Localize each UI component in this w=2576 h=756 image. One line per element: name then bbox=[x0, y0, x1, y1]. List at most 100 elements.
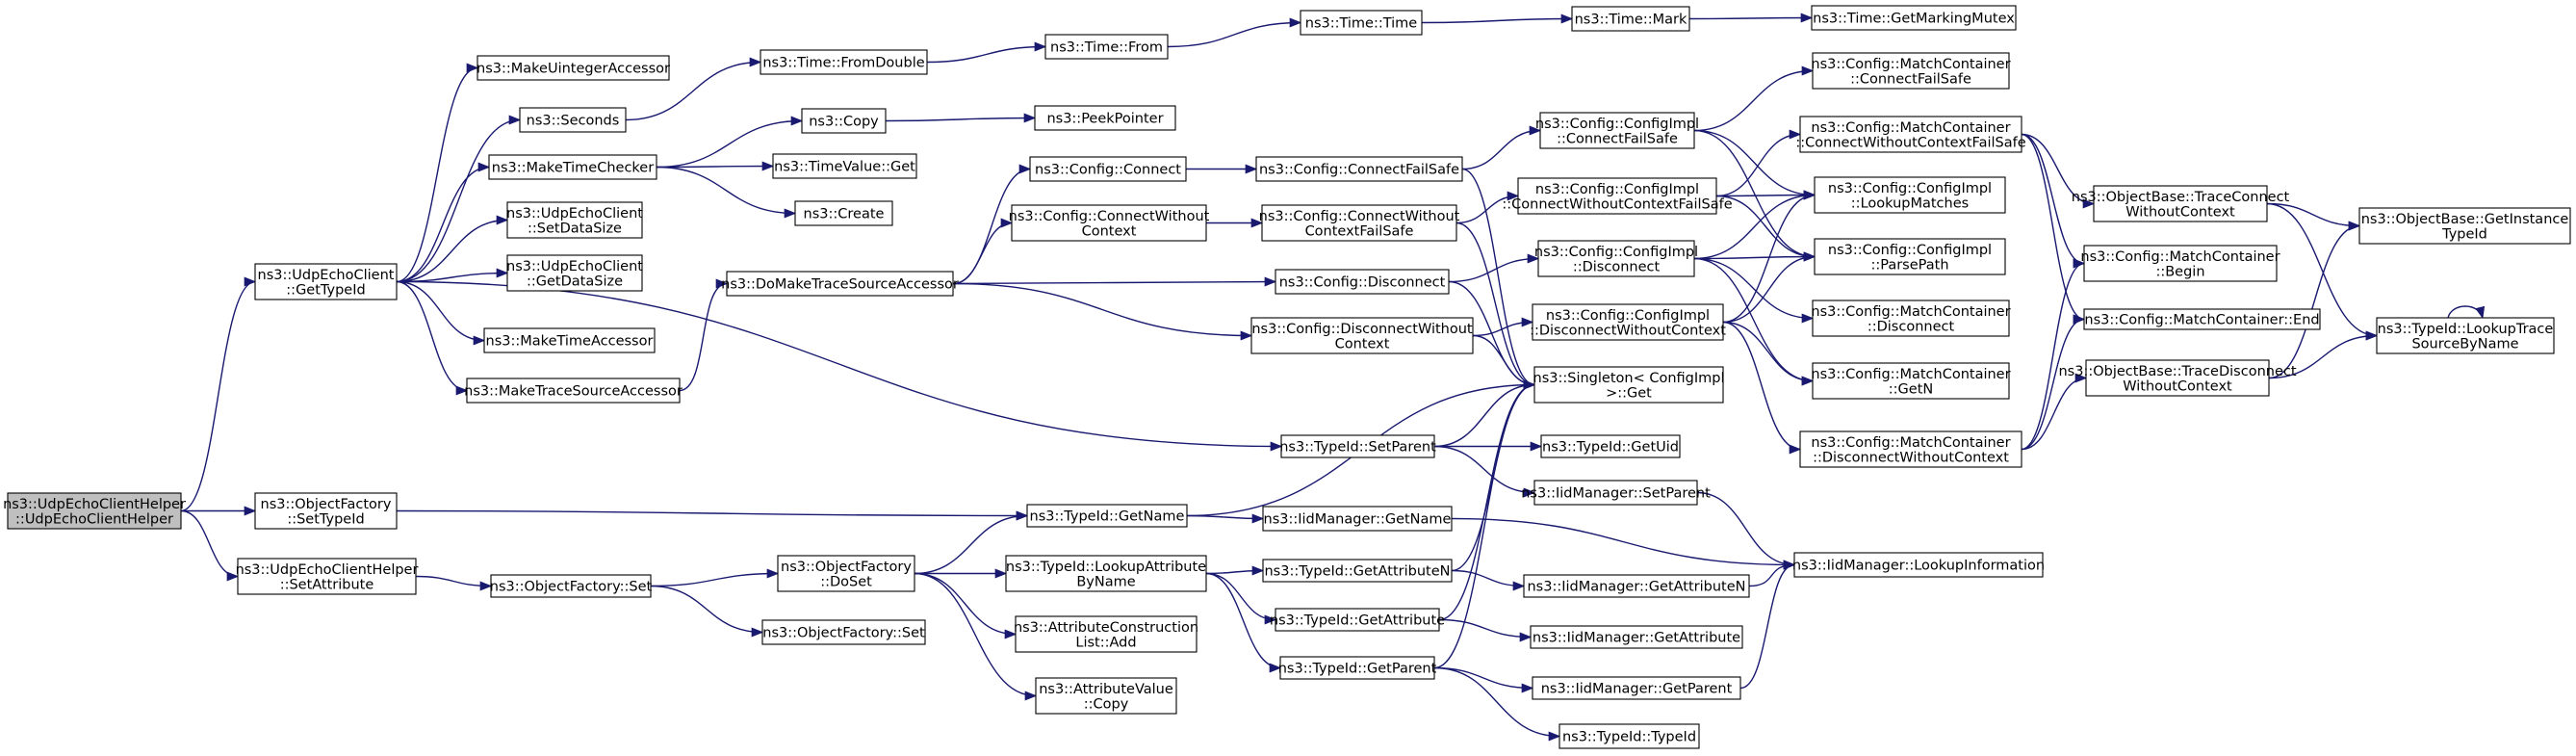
node-mcdisconnect[interactable]: ns3::Config::MatchContainer::Disconnect bbox=[1811, 300, 2011, 337]
node-root[interactable]: ns3::UdpEchoClientHelper::UdpEchoClientH… bbox=[3, 492, 186, 530]
node-impldisconnect[interactable]: ns3::Config::ConfigImpl::Disconnect bbox=[1534, 240, 1698, 277]
node-ofset[interactable]: ns3::ObjectFactory::Set bbox=[490, 574, 653, 598]
node-uecsetdatasize[interactable]: ns3::UdpEchoClient::SetDataSize bbox=[506, 201, 643, 239]
node-box bbox=[7, 492, 182, 530]
node-box bbox=[1275, 269, 1450, 295]
edge-impldisconnect-to-mcdisconnect bbox=[1693, 257, 1815, 324]
node-maketimeaccessor[interactable]: ns3::MakeTimeAccessor bbox=[483, 327, 656, 353]
node-maketimechecker[interactable]: ns3::MakeTimeChecker bbox=[488, 154, 657, 180]
node-iidlookupinfo[interactable]: ns3::IidManager::LookupInformation bbox=[1792, 552, 2045, 578]
node-label: ns3::Config::Disconnect bbox=[1279, 275, 1446, 291]
node-ofdoset[interactable]: ns3::ObjectFactory::DoSet bbox=[777, 555, 915, 592]
node-cfgconnect[interactable]: ns3::Config::Connect bbox=[1029, 156, 1187, 182]
node-singletonget[interactable]: ns3::Singleton< ConfigImpl >::Get bbox=[1533, 366, 1725, 404]
node-cfgconnectfs[interactable]: ns3::Config::ConnectFailSafe bbox=[1255, 156, 1463, 182]
node-implookup[interactable]: ns3::Config::ConfigImpl::LookupMatches bbox=[1814, 176, 2006, 214]
node-box bbox=[761, 619, 926, 645]
edge-domaketrace-to-cfgdisconnect bbox=[952, 276, 1277, 287]
node-implconnectwocfs[interactable]: ns3::Config::ConfigImpl::ConnectWithoutC… bbox=[1502, 177, 1733, 215]
node-tidsetparent[interactable]: ns3::TypeId::SetParent bbox=[1279, 434, 1436, 458]
node-implparsepath[interactable]: ns3::Config::ConfigImpl::ParsePath bbox=[1814, 238, 2006, 275]
node-mcgetn[interactable]: ns3::Config::MatchContainer::GetN bbox=[1811, 362, 2011, 400]
edge-copy-to-peekpointer bbox=[885, 113, 1037, 123]
node-implconnectfs[interactable]: ns3::Config::ConfigImpl::ConnectFailSafe bbox=[1535, 112, 1699, 149]
node-label: ::SetAttribute bbox=[280, 577, 374, 592]
node-uecgettypeid[interactable]: ns3::UdpEchoClient::GetTypeId bbox=[254, 263, 398, 300]
node-copy[interactable]: ns3::Copy bbox=[801, 108, 887, 134]
node-timefrom[interactable]: ns3::Time::From bbox=[1044, 34, 1169, 60]
node-obtracedisconnwoc[interactable]: ns3::ObjectBase::TraceDisconnectWithoutC… bbox=[2058, 359, 2297, 397]
node-label: ns3::Copy bbox=[809, 115, 879, 130]
node-ofsettypeid[interactable]: ns3::ObjectFactory::SetTypeId bbox=[254, 492, 398, 530]
node-tidgetname[interactable]: ns3::TypeId::GetName bbox=[1026, 504, 1188, 528]
node-label: ns3::Config::MatchContainer bbox=[2080, 249, 2280, 265]
node-box bbox=[1255, 156, 1463, 182]
node-box bbox=[1279, 656, 1435, 680]
node-iidgetattr[interactable]: ns3::IidManager::GetAttribute bbox=[1530, 625, 1743, 649]
node-uecgetdatasize[interactable]: ns3::UdpEchoClient::GetDataSize bbox=[506, 254, 643, 292]
node-box bbox=[1793, 552, 2044, 578]
node-mcbegin[interactable]: ns3::Config::MatchContainer::Begin bbox=[2080, 245, 2280, 282]
node-box bbox=[1812, 362, 2010, 400]
node-getmarkingmutex[interactable]: ns3::Time::GetMarkingMutex bbox=[1811, 5, 2017, 31]
node-label: ns3::IidManager::GetAttribute bbox=[1533, 631, 1740, 646]
node-label: ns3::UdpEchoClient bbox=[506, 206, 643, 222]
node-ofset2[interactable]: ns3::ObjectFactory::Set bbox=[761, 619, 926, 645]
node-box bbox=[726, 271, 954, 297]
node-peekpointer[interactable]: ns3::PeekPointer bbox=[1034, 105, 1176, 131]
node-tidgetattr[interactable]: ns3::TypeId::GetAttribute bbox=[1270, 608, 1445, 632]
node-label: ns3::Config::MatchContainer::End bbox=[2084, 313, 2319, 328]
node-obtraceconnwoc[interactable]: ns3::ObjectBase::TraceConnectWithoutCont… bbox=[2072, 185, 2290, 222]
node-label: ns3::Time::GetMarkingMutex bbox=[1813, 12, 2015, 27]
node-cfgconnectwocfs[interactable]: ns3::Config::ConnectWithoutContextFailSa… bbox=[1259, 204, 1460, 242]
edge-cfgdisconnectwoc-to-impldisconnectwoc bbox=[1472, 317, 1534, 337]
node-cfgdisconnect[interactable]: ns3::Config::Disconnect bbox=[1275, 269, 1450, 295]
node-makeuint[interactable]: ns3::MakeUintegerAccessor bbox=[477, 55, 670, 81]
node-box bbox=[1011, 204, 1207, 242]
node-label: ns3::TypeId::SetParent bbox=[1279, 440, 1436, 456]
node-cfgdisconnectwoc[interactable]: ns3::Config::DisconnectWithoutContext bbox=[1250, 317, 1474, 354]
node-mcconnectfs[interactable]: ns3::Config::MatchContainer::ConnectFail… bbox=[1811, 52, 2011, 90]
node-box bbox=[1799, 430, 2022, 468]
node-timetime[interactable]: ns3::Time::Time bbox=[1300, 10, 1423, 36]
node-create[interactable]: ns3::Create bbox=[794, 200, 893, 226]
node-iidgetname[interactable]: ns3::IidManager::GetName bbox=[1262, 506, 1453, 532]
node-domaketrace[interactable]: ns3::DoMakeTraceSourceAccessor bbox=[721, 271, 959, 297]
node-iidgetattrn[interactable]: ns3::IidManager::GetAttributeN bbox=[1523, 574, 1750, 598]
node-mcend[interactable]: ns3::Config::MatchContainer::End bbox=[2083, 308, 2321, 330]
node-cfgconnectwoc[interactable]: ns3::Config::ConnectWithoutContext bbox=[1009, 204, 1210, 242]
node-label: ns3::AttributeConstruction bbox=[1014, 620, 1198, 636]
node-label: ContextFailSafe bbox=[1305, 223, 1414, 239]
edge-uecgettypeid-to-maketimechecker bbox=[396, 162, 491, 283]
node-mcconnectwocfs[interactable]: ns3::Config::MatchContainer::ConnectWith… bbox=[1795, 116, 2026, 153]
node-seconds[interactable]: ns3::Seconds bbox=[519, 107, 627, 133]
node-timefromdouble[interactable]: ns3::Time::FromDouble bbox=[760, 49, 928, 75]
node-maketraceacc[interactable]: ns3::MakeTraceSourceAccessor bbox=[464, 378, 683, 404]
edge-impldisconnectwoc-to-implparsepath bbox=[1722, 251, 1816, 324]
node-iidgetparent[interactable]: ns3::IidManager::GetParent bbox=[1532, 676, 1741, 700]
node-box bbox=[1532, 676, 1741, 700]
node-tidtypeid[interactable]: ns3::TypeId::TypeId bbox=[1558, 723, 1700, 749]
node-tidgetparent[interactable]: ns3::TypeId::GetParent bbox=[1278, 656, 1437, 680]
node-tidgetuid[interactable]: ns3::TypeId::GetUid bbox=[1540, 434, 1681, 458]
node-tidgetattrn[interactable]: ns3::TypeId::GetAttributeN bbox=[1262, 559, 1453, 583]
node-uechsetattr[interactable]: ns3::UdpEchoClientHelper::SetAttribute bbox=[236, 558, 419, 595]
node-attrvaluecopy[interactable]: ns3::AttributeValue::Copy bbox=[1035, 677, 1177, 715]
node-label: ::ParsePath bbox=[1870, 257, 1948, 273]
node-timemark[interactable]: ns3::Time::Mark bbox=[1571, 6, 1690, 32]
node-label: ns3::IidManager::GetName bbox=[1264, 512, 1452, 528]
node-box bbox=[1558, 723, 1700, 749]
node-impldisconnectwoc[interactable]: ns3::Config::ConfigImpl::DisconnectWitho… bbox=[1530, 303, 1726, 341]
node-label: ns3::Seconds bbox=[527, 114, 620, 129]
node-label: ns3::Time::FromDouble bbox=[762, 56, 924, 71]
node-timevalueget[interactable]: ns3::TimeValue::Get bbox=[772, 153, 917, 179]
edge-uecgettypeid-to-makeuint bbox=[396, 63, 479, 283]
node-iidsetparent[interactable]: ns3::IidManager::SetParent bbox=[1521, 480, 1711, 506]
edge-cfgconnectfs-to-implconnectfs bbox=[1461, 125, 1542, 170]
edge-mcconnectwocfs-to-obtraceconnwoc bbox=[2021, 133, 2096, 209]
node-mcdisconnectwoc[interactable]: ns3::Config::MatchContainer::DisconnectW… bbox=[1799, 430, 2022, 468]
